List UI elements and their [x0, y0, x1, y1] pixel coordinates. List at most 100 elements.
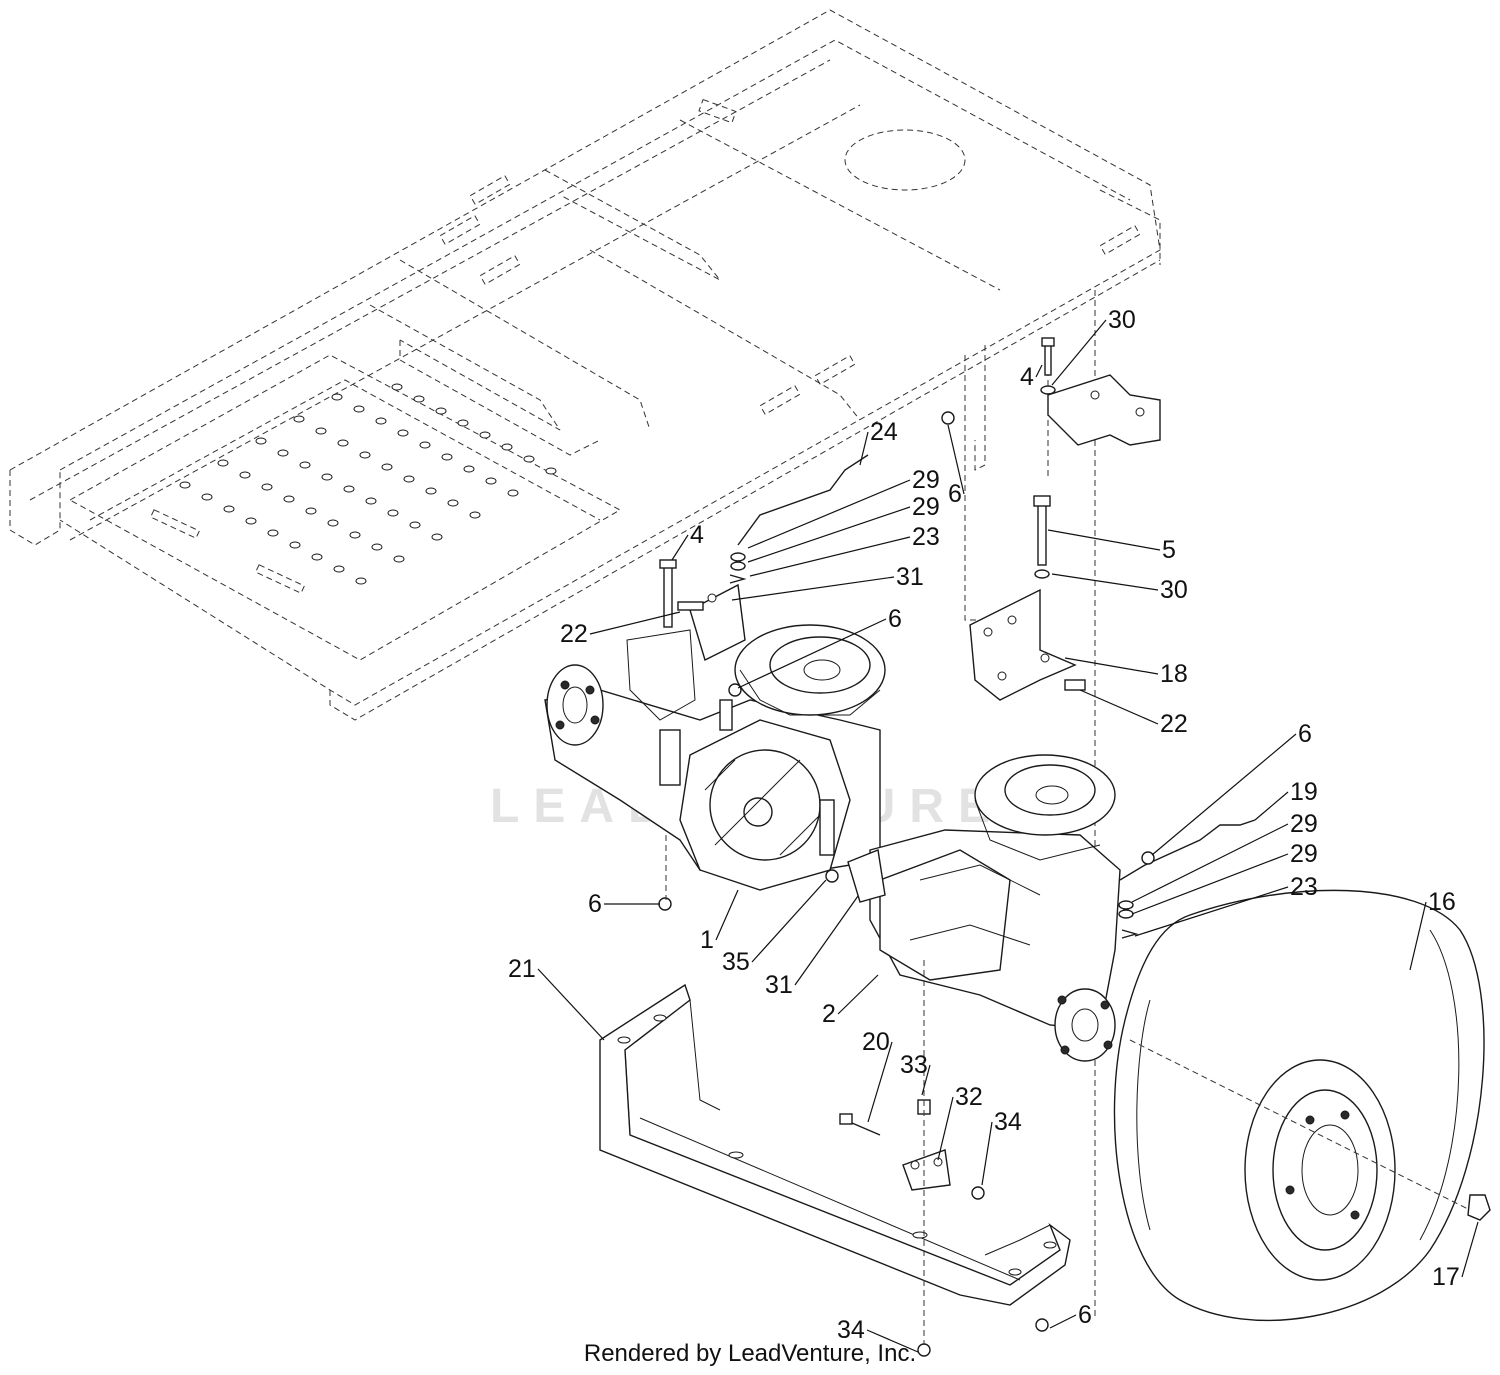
pan-hole — [201, 493, 213, 501]
pan-hole — [457, 419, 469, 427]
bolts — [659, 337, 1086, 1136]
callout-c29b: 29 — [912, 493, 940, 521]
callout-c23a: 23 — [912, 523, 940, 551]
leader-line-c4a — [671, 534, 689, 561]
leader-line-c30b — [1051, 573, 1159, 591]
pan-hole — [305, 507, 317, 515]
callout-c5: 5 — [1162, 536, 1176, 564]
callout-c34b: 34 — [837, 1316, 865, 1344]
leader-line-c1 — [715, 889, 739, 941]
transaxle-right — [847, 754, 1121, 1062]
leader-line-c29c — [1131, 823, 1289, 903]
pan-hole — [315, 427, 327, 435]
control-rod-19 — [1119, 819, 1256, 881]
callout-c22b: 22 — [1160, 710, 1188, 738]
pan-hole — [447, 499, 459, 507]
pan-hole — [333, 565, 345, 573]
callout-c29c: 29 — [1290, 810, 1318, 838]
leader-line-c6b — [947, 424, 965, 495]
callout-c2: 2 — [822, 1000, 836, 1028]
callout-c30a: 30 — [1108, 306, 1136, 334]
pan-hole — [403, 475, 415, 483]
nuts-washers — [658, 385, 1155, 1357]
callout-c6e: 6 — [1078, 1301, 1092, 1329]
bracket-18 — [969, 588, 1077, 701]
pan-hole — [289, 541, 301, 549]
callout-c24: 24 — [870, 418, 898, 446]
pan-hole — [355, 577, 367, 585]
render-credit: Rendered by LeadVenture, Inc. — [583, 1340, 917, 1367]
leader-line-c19 — [1254, 791, 1289, 821]
leader-line-c17 — [1461, 1221, 1479, 1278]
pan-hole — [387, 509, 399, 517]
leader-line-c6e — [1049, 1314, 1077, 1329]
pan-hole — [327, 519, 339, 527]
leader-line-c30a — [1051, 319, 1107, 386]
callout-c20: 20 — [862, 1028, 890, 1056]
leader-line-c6c — [1151, 733, 1297, 856]
pan-hole — [501, 443, 513, 451]
bracket-31-left — [689, 583, 746, 661]
pan-hole — [545, 467, 557, 475]
callout-c1: 1 — [700, 926, 714, 954]
callout-c16: 16 — [1428, 888, 1456, 916]
leader-line-c20 — [867, 1041, 893, 1123]
callout-c19: 19 — [1290, 778, 1318, 806]
pan-hole — [441, 453, 453, 461]
leader-line-c22b — [1079, 689, 1159, 725]
callout-c30b: 30 — [1160, 576, 1188, 604]
leader-line-c34a — [981, 1121, 993, 1186]
leader-line-c6a — [737, 618, 887, 689]
bracket-upper-right — [1047, 374, 1161, 446]
pan-hole — [485, 477, 497, 485]
leader-line-c31b — [794, 895, 859, 986]
drive-tire — [1113, 889, 1485, 1322]
callout-c33: 33 — [900, 1051, 928, 1079]
leader-line-c33 — [921, 1064, 931, 1096]
pan-hole — [523, 455, 535, 463]
pan-hole — [409, 521, 421, 529]
leader-line-c24 — [859, 431, 869, 466]
pan-hole — [371, 543, 383, 551]
pan-hole — [255, 437, 267, 445]
pan-hole — [365, 497, 377, 505]
pan-hole — [283, 495, 295, 503]
leader-line-c23a — [749, 536, 911, 577]
foot-pan-holes — [179, 383, 557, 585]
callout-c6c: 6 — [1298, 720, 1312, 748]
leader-line-c29a — [747, 479, 911, 549]
pan-hole — [431, 533, 443, 541]
pan-hole — [507, 489, 519, 497]
callout-c29a: 29 — [912, 466, 940, 494]
pan-hole — [331, 393, 343, 401]
leader-line-c35 — [751, 879, 827, 963]
pan-hole — [391, 383, 403, 391]
leader-line-c22a — [589, 611, 681, 635]
callout-c18: 18 — [1160, 660, 1188, 688]
callout-c6d: 6 — [588, 890, 602, 918]
pan-hole — [311, 553, 323, 561]
pan-hole — [337, 439, 349, 447]
pan-hole — [381, 463, 393, 471]
pan-hole — [299, 461, 311, 469]
callout-c35: 35 — [722, 948, 750, 976]
pan-hole — [353, 405, 365, 413]
pan-hole — [413, 395, 425, 403]
pan-hole — [239, 471, 251, 479]
leader-line-c18 — [1064, 657, 1159, 675]
leader-line-c2 — [837, 974, 879, 1015]
callout-c32: 32 — [955, 1083, 983, 1111]
pan-hole — [179, 481, 191, 489]
pan-hole — [393, 555, 405, 563]
callout-c6b: 6 — [948, 480, 962, 508]
pan-hole — [343, 485, 355, 493]
pan-hole — [349, 531, 361, 539]
pan-hole — [267, 529, 279, 537]
transaxle-left — [544, 624, 886, 891]
leader-line-c29b — [747, 506, 911, 563]
leader-line-c5 — [1047, 529, 1161, 551]
callout-c34a: 34 — [994, 1108, 1022, 1136]
mower-frame — [9, 9, 1161, 1320]
pan-hole — [293, 415, 305, 423]
